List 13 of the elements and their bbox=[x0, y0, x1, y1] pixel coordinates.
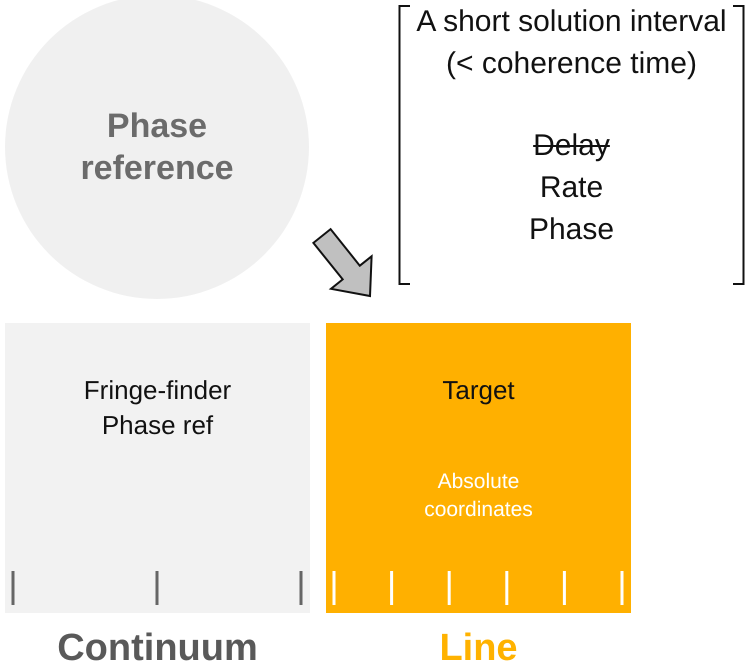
panel-title: Fringe-finder Phase ref bbox=[82, 374, 232, 442]
target-panel bbox=[326, 323, 631, 613]
interval-note: A short solution interval (< coherence time) bbox=[415, 4, 728, 82]
calibrator-panel bbox=[5, 323, 310, 613]
category-label: Line bbox=[438, 626, 519, 665]
category-label: Continuum bbox=[56, 626, 259, 665]
panel-title: Target bbox=[441, 374, 516, 407]
panel-note: Absolute coordinates bbox=[423, 469, 534, 523]
solution-parameter: Rate bbox=[540, 170, 604, 206]
circle-label: Phase reference bbox=[79, 106, 235, 189]
block-arrow bbox=[312, 228, 373, 298]
solution-parameter: Phase bbox=[528, 212, 614, 248]
solution-parameter: Delay bbox=[533, 128, 610, 164]
